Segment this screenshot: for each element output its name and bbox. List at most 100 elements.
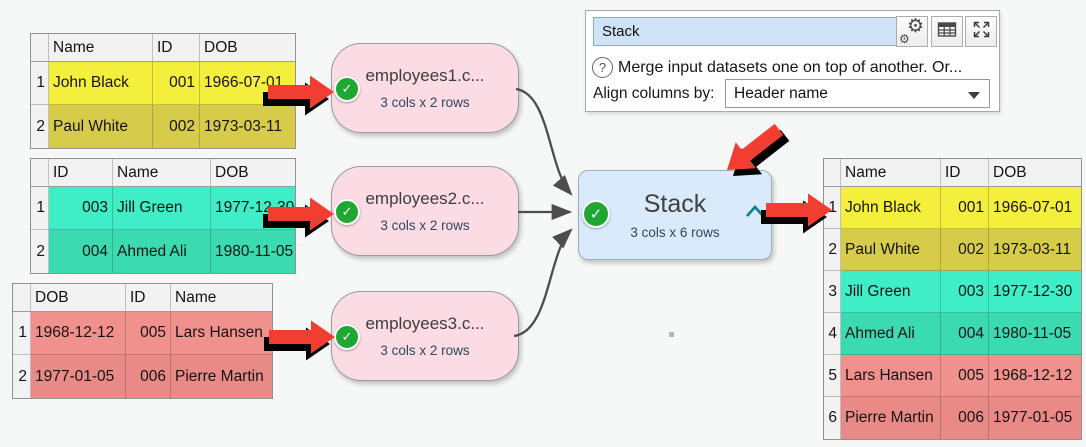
cell[interactable]: 1977-01-05 (31, 355, 126, 398)
table-icon (937, 21, 957, 43)
row-number-header[interactable] (824, 159, 841, 187)
cell[interactable]: Pierre Martin (841, 397, 941, 439)
column-header[interactable]: Name (841, 159, 941, 187)
cell[interactable]: Jill Green (113, 187, 211, 230)
cell[interactable]: 1966-07-01 (989, 187, 1081, 229)
cell[interactable]: 004 (49, 230, 113, 273)
row-number[interactable]: 1 (31, 187, 49, 230)
node-employees3[interactable]: employees3.c... 3 cols x 2 rows (331, 291, 519, 381)
cell[interactable]: 1968-12-12 (31, 312, 126, 355)
node-employees1[interactable]: employees1.c... 3 cols x 2 rows (331, 43, 519, 133)
cell[interactable]: 1966-07-01 (200, 62, 295, 105)
column-header[interactable]: ID (126, 284, 171, 312)
chevron-down-icon (968, 92, 980, 99)
cell[interactable]: 1968-12-12 (989, 355, 1081, 397)
cell[interactable]: Paul White (49, 105, 153, 148)
column-header[interactable]: DOB (31, 284, 126, 312)
show-table-button[interactable] (931, 16, 963, 47)
status-ok-icon: ✓ (334, 76, 360, 102)
node-connector (513, 87, 573, 338)
cell[interactable]: Jill Green (841, 271, 941, 313)
cell[interactable]: 1973-03-11 (989, 229, 1081, 271)
cell[interactable]: 003 (49, 187, 113, 230)
status-ok-icon: ✓ (334, 324, 360, 350)
cell[interactable]: 003 (941, 271, 989, 313)
help-icon[interactable]: ? (592, 57, 613, 78)
cell[interactable]: John Black (841, 187, 941, 229)
row-number[interactable]: 2 (824, 229, 841, 271)
row-number[interactable]: 2 (31, 105, 49, 148)
node-title: Stack (643, 190, 707, 218)
column-header[interactable]: ID (941, 159, 989, 187)
row-number[interactable]: 2 (13, 355, 31, 398)
cell[interactable]: Ahmed Ali (841, 313, 941, 355)
cell[interactable]: 1980-11-05 (989, 313, 1081, 355)
cell[interactable]: Paul White (841, 229, 941, 271)
cell[interactable]: 002 (153, 105, 200, 148)
cell[interactable]: Lars Hansen (171, 312, 272, 355)
cell[interactable]: Pierre Martin (171, 355, 272, 398)
cell[interactable]: 004 (941, 313, 989, 355)
row-number[interactable]: 1 (31, 62, 49, 105)
node-size-label: 3 cols x 6 rows (630, 225, 720, 240)
status-ok-icon: ✓ (334, 199, 360, 225)
cell[interactable]: 002 (941, 229, 989, 271)
cell[interactable]: 1980-11-05 (211, 230, 295, 273)
settings-button[interactable]: ⚙ ⚙ (896, 16, 928, 47)
cell[interactable]: 006 (941, 397, 989, 439)
column-header[interactable]: ID (49, 159, 113, 187)
cell[interactable]: Ahmed Ali (113, 230, 211, 273)
expand-button[interactable] (965, 16, 997, 47)
cell[interactable]: 001 (941, 187, 989, 229)
column-header[interactable]: Name (113, 159, 211, 187)
column-header[interactable]: DOB (989, 159, 1081, 187)
row-number[interactable]: 2 (31, 230, 49, 273)
gear-icon: ⚙ ⚙ (899, 16, 924, 46)
column-header[interactable]: DOB (200, 34, 295, 62)
cell[interactable]: John Black (49, 62, 153, 105)
column-header[interactable]: Name (49, 34, 153, 62)
cell[interactable]: 005 (126, 312, 171, 355)
cell[interactable]: 006 (126, 355, 171, 398)
caret-up-icon[interactable] (744, 203, 766, 224)
dropdown-value: Header name (734, 84, 828, 102)
row-number-header[interactable] (31, 34, 49, 62)
node-title: employees2.c... (365, 189, 485, 208)
cell[interactable]: 001 (153, 62, 200, 105)
row-number[interactable]: 5 (824, 355, 841, 397)
row-number[interactable]: 6 (824, 397, 841, 439)
row-number-header[interactable] (31, 159, 49, 187)
row-number[interactable]: 1 (13, 312, 31, 355)
align-columns-dropdown[interactable]: Header name (725, 79, 990, 108)
row-number-header[interactable] (13, 284, 31, 312)
transform-name-input[interactable] (593, 17, 899, 46)
cell[interactable]: Lars Hansen (841, 355, 941, 397)
cell[interactable]: 1977-12-30 (211, 187, 295, 230)
canvas-grid-dot (669, 332, 674, 337)
column-header[interactable]: Name (171, 284, 272, 312)
cell[interactable]: 1973-03-11 (200, 105, 295, 148)
row-number[interactable]: 3 (824, 271, 841, 313)
expand-arrows-icon (972, 20, 991, 44)
cell[interactable]: 005 (941, 355, 989, 397)
node-size-label: 3 cols x 2 rows (380, 343, 470, 358)
row-number[interactable]: 1 (824, 187, 841, 229)
row-number[interactable]: 4 (824, 313, 841, 355)
column-header[interactable]: DOB (211, 159, 295, 187)
column-header[interactable]: ID (153, 34, 200, 62)
cell[interactable]: 1977-12-30 (989, 271, 1081, 313)
cell[interactable]: 1977-01-05 (989, 397, 1081, 439)
